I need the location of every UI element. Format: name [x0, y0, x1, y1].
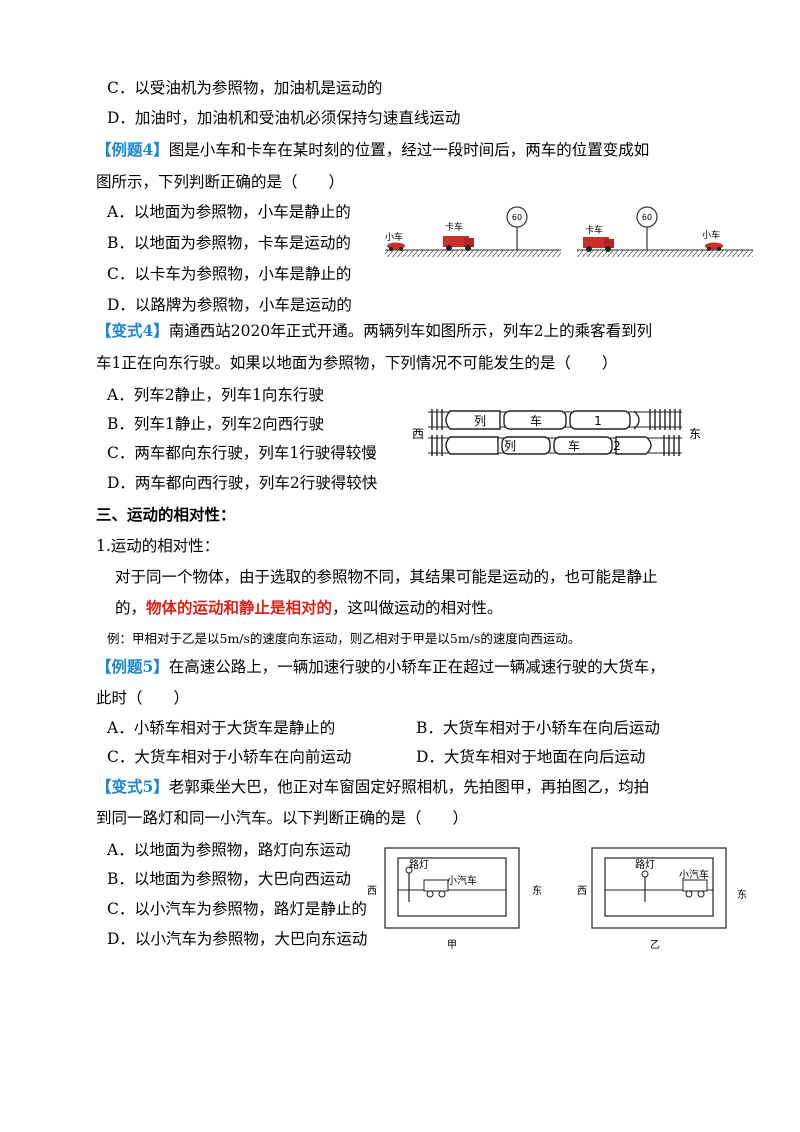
- example5-stem-line1: 在高速公路上，一辆加速行驶的小轿车正在超过一辆减速行驶的大货车，: [168, 658, 665, 676]
- section3-subheading: 1.运动的相对性：: [96, 537, 220, 555]
- variant5-option-a: A．以地面为参照物，路灯向东运动: [107, 841, 351, 859]
- variant5-photo-figure: 路灯 小汽车 西 甲 东 路灯 小汽车 西 东 乙: [367, 847, 747, 951]
- photo-jia-caption: 甲: [447, 940, 457, 951]
- example4-figure: 小车 卡车 60 卡车 60 小车: [385, 206, 753, 257]
- speed-sign-text: 60: [512, 213, 522, 222]
- variant4-stem-line1: 南通西站2020年正式开通。两辆列车如图所示，列车2上的乘客看到列: [168, 322, 653, 340]
- car-icon: [387, 242, 405, 251]
- example4-option-c: C．以卡车为参照物，小车是静止的: [107, 265, 352, 283]
- variant5-option-c: C．以小汽车为参照物，路灯是静止的: [107, 900, 367, 918]
- train2-number: 2: [613, 439, 621, 453]
- speed-sign-icon: 60: [636, 206, 658, 250]
- example5-option-a: A．小轿车相对于大货车是静止的: [107, 719, 336, 737]
- section3-paragraph-line2: 的，物体的运动和静止是相对的，这叫做运动的相对性。: [115, 597, 503, 619]
- variant4-option-c: C．两车都向东行驶，列车1行驶得较慢: [107, 444, 377, 462]
- relativity-key-phrase: 物体的运动和静止是相对的: [146, 598, 333, 617]
- para2-start: 的，: [115, 599, 147, 617]
- speed-sign-text: 60: [642, 213, 652, 222]
- example5-stem-line2: 此时（ ）: [96, 689, 190, 707]
- train2-car-char2: 车: [568, 438, 580, 453]
- train-1: [445, 410, 640, 430]
- photo-yi-caption: 乙: [650, 939, 660, 951]
- example5-option-d: D．大货车相对于地面在向后运动: [416, 748, 646, 766]
- variant5-option-d: D．以小汽车为参照物，大巴向东运动: [107, 930, 368, 948]
- train1-number: 1: [594, 414, 602, 428]
- section3-heading: 三、运动的相对性：: [96, 505, 236, 524]
- car-label: 小车: [702, 229, 720, 241]
- photo-yi: [591, 847, 727, 929]
- truck-icon: [583, 237, 614, 252]
- west-label: 西: [367, 886, 377, 897]
- example4-option-d: D．以路牌为参照物，小车是运动的: [107, 296, 352, 314]
- west-label: 西: [412, 427, 424, 441]
- example4-stem-line1: 图是小车和卡车在某时刻的位置，经过一段时间后，两车的位置变成如: [168, 141, 650, 159]
- speed-sign-icon: 60: [506, 206, 528, 250]
- truck-label: 卡车: [585, 224, 603, 236]
- example5-tag: 【例题5】: [96, 657, 169, 676]
- example4-option-a: A．以地面为参照物，小车是静止的: [107, 203, 351, 221]
- west-label: 西: [577, 886, 587, 897]
- car-label: 小汽车: [447, 874, 477, 887]
- variant4-option-a: A．列车2静止，列车1向东行驶: [107, 386, 324, 404]
- option-c: C．以受油机为参照物，加油机是运动的: [107, 79, 383, 97]
- variant4-train-figure: 西 东 列 车 1 列 车 2: [412, 409, 701, 456]
- example4-tag: 【例题4】: [96, 140, 169, 159]
- variant5-option-b: B．以地面为参照物，大巴向西运动: [107, 870, 351, 888]
- photo-jia: [384, 847, 520, 929]
- car-icon: [705, 242, 723, 251]
- variant4-tag: 【变式4】: [96, 321, 169, 340]
- east-label: 东: [737, 888, 747, 901]
- variant4-option-d: D．两车都向西行驶，列车2行驶得较快: [107, 474, 378, 492]
- section3-example: 例：甲相对于乙是以5m/s的速度向东运动，则乙相对于甲是以5m/s的速度向西运动…: [107, 631, 581, 646]
- track-ties: [431, 409, 681, 456]
- variant4-stem: 【变式4】南通西站2020年正式开通。两辆列车如图所示，列车2上的乘客看到列: [96, 320, 652, 342]
- variant5-tag: 【变式5】: [96, 777, 169, 796]
- train-2: [445, 436, 652, 455]
- example4-option-b: B．以地面为参照物，卡车是运动的: [107, 234, 351, 252]
- lamp-label: 路灯: [409, 858, 429, 871]
- train1-car-char2: 车: [530, 413, 542, 428]
- ground: [385, 250, 561, 257]
- example4-stem: 【例题4】图是小车和卡车在某时刻的位置，经过一段时间后，两车的位置变成如: [96, 139, 649, 161]
- train2-car-char1: 列: [504, 439, 516, 453]
- para2-end: ，这叫做运动的相对性。: [332, 599, 503, 617]
- train1-car-char1: 列: [474, 414, 486, 428]
- east-label: 东: [689, 427, 701, 441]
- option-d: D．加油时，加油机和受油机必须保持匀速直线运动: [107, 109, 461, 127]
- variant5-stem-line1: 老郭乘坐大巴，他正对车窗固定好照相机，先拍图甲，再拍图乙，均拍: [168, 778, 650, 796]
- ground: [577, 250, 753, 257]
- car-label: 小汽车: [679, 868, 709, 881]
- variant5-stem-line2: 到同一路灯和同一小汽车。以下判断正确的是（ ）: [96, 809, 469, 827]
- car-label: 小车: [385, 231, 403, 243]
- east-label: 东: [532, 884, 542, 897]
- section3-paragraph-line1: 对于同一个物体，由于选取的参照物不同，其结果可能是运动的，也可能是静止: [115, 568, 658, 586]
- example5-option-c: C．大货车相对于小轿车在向前运动: [107, 748, 352, 766]
- example5-option-b: B．大货车相对于小轿车在向后运动: [416, 719, 660, 737]
- truck-label: 卡车: [445, 221, 463, 233]
- variant4-option-b: B．列车1静止，列车2向西行驶: [107, 415, 325, 433]
- example5-stem: 【例题5】在高速公路上，一辆加速行驶的小轿车正在超过一辆减速行驶的大货车，: [96, 656, 665, 678]
- variant4-stem-line2: 车1正在向东行驶。如果以地面为参照物，下列情况不可能发生的是（ ）: [96, 354, 618, 372]
- lamp-label: 路灯: [635, 858, 655, 871]
- variant5-stem: 【变式5】老郭乘坐大巴，他正对车窗固定好照相机，先拍图甲，再拍图乙，均拍: [96, 776, 649, 798]
- example4-stem-line2: 图所示，下列判断正确的是（ ）: [96, 173, 345, 191]
- truck-icon: [443, 236, 474, 251]
